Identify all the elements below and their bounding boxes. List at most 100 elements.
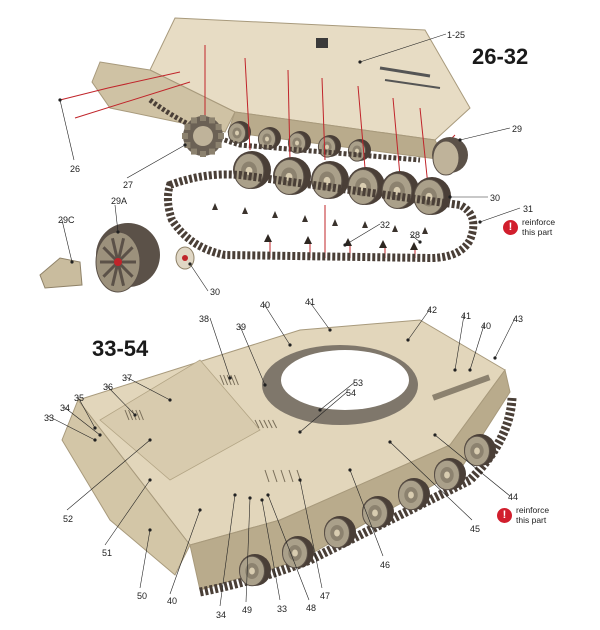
leader-dot (493, 356, 497, 360)
track-belt (163, 170, 478, 263)
track-tooth (422, 227, 428, 234)
leader-line (359, 33, 447, 63)
leader-line (114, 204, 119, 233)
leader-line (308, 300, 331, 331)
part-label: 30 (490, 193, 501, 203)
part-label: 47 (320, 591, 331, 601)
leader-dot (148, 478, 152, 482)
leader-line (409, 233, 421, 243)
track-tooth (379, 240, 387, 248)
leader-dot (388, 440, 392, 444)
part-label: 33 (277, 604, 288, 614)
part-label: 40 (481, 321, 492, 331)
title-top: 26-32 (472, 44, 529, 69)
leader-dot (93, 426, 97, 430)
leader-line (209, 317, 231, 379)
leader-dot (298, 478, 302, 482)
sprocket-spoke (116, 237, 126, 263)
leader-dot (266, 493, 270, 497)
road-wheel (287, 131, 311, 154)
leader-dot (133, 413, 137, 417)
road-wheel (257, 127, 281, 150)
warning-icon: ! (497, 507, 512, 523)
leader-dot (188, 262, 192, 266)
track-tooth (212, 203, 218, 210)
lower-hull-glacis (99, 359, 261, 481)
leader-dot (93, 438, 97, 442)
warning-text: reinforce this part (522, 217, 556, 237)
leader-line (349, 469, 384, 557)
upper-hull (91, 17, 471, 161)
leader-line (239, 325, 266, 386)
part-label: 40 (260, 300, 271, 310)
part-label: 40 (167, 596, 178, 606)
leader-line (263, 303, 291, 346)
part-label: 52 (63, 514, 74, 524)
hull-vent (219, 374, 239, 386)
leader-line (469, 324, 485, 371)
side-stowage-rail (432, 374, 491, 401)
leader-line (77, 396, 96, 429)
leader-dot (148, 528, 152, 532)
leader-line (126, 144, 186, 179)
part-label: 31 (523, 204, 534, 214)
leader-line (189, 263, 209, 292)
track-tooth (332, 219, 338, 226)
road-wheel (464, 434, 496, 467)
leader-line (459, 127, 511, 141)
part-label: 37 (122, 373, 133, 383)
leader-line (261, 499, 281, 601)
road-wheel (227, 121, 251, 144)
leader-dot (433, 433, 437, 437)
warning-bottom: ! reinforce this part (497, 505, 549, 525)
hull-vent (254, 419, 278, 429)
part-label: 29A (111, 196, 128, 206)
leader-line (47, 415, 96, 441)
part-label: 27 (123, 180, 134, 190)
part-label: 53 (353, 378, 364, 388)
lower-running-gear (199, 397, 517, 597)
part-29c-bracket (39, 257, 83, 289)
leader-line (299, 479, 323, 589)
track-tooth (264, 234, 272, 242)
road-wheel (239, 554, 271, 587)
road-wheel (398, 478, 430, 511)
leader-dot (58, 98, 62, 102)
leader-dot (478, 220, 482, 224)
leader-line (407, 308, 431, 341)
leader-line (245, 497, 251, 603)
part-label: 35 (74, 393, 85, 403)
upper-hull-hatch (316, 38, 328, 48)
part-27-sprocket (182, 115, 224, 157)
road-wheel (381, 171, 419, 209)
track-tooth (392, 225, 398, 232)
part-label: 50 (137, 591, 148, 601)
part-label: 28 (410, 230, 421, 240)
road-wheel (311, 161, 349, 199)
track-tooth (302, 215, 308, 222)
sprocket-spoke (110, 237, 120, 263)
part-label: 41 (305, 297, 316, 307)
warning-text: reinforce this part (516, 505, 550, 525)
leader-line (319, 381, 356, 411)
leader-dot (298, 430, 302, 434)
road-wheel (347, 167, 385, 205)
track-tooth (362, 221, 368, 228)
leader-line (494, 317, 516, 359)
leader-line (299, 391, 348, 433)
part-label: 43 (513, 314, 524, 324)
leader-line (389, 441, 473, 521)
part-label: 34 (60, 403, 71, 413)
leader-dot (70, 260, 74, 264)
leader-line (125, 376, 171, 401)
road-wheel (282, 536, 314, 569)
sprocket-spoke (110, 261, 120, 287)
track-tooth (410, 242, 418, 250)
part-label: 41 (461, 311, 472, 321)
road-wheel (347, 139, 371, 162)
leader-dot (183, 143, 187, 147)
leader-dot (343, 243, 347, 247)
part-label: 29C (58, 215, 75, 225)
leader-dot (116, 230, 120, 234)
